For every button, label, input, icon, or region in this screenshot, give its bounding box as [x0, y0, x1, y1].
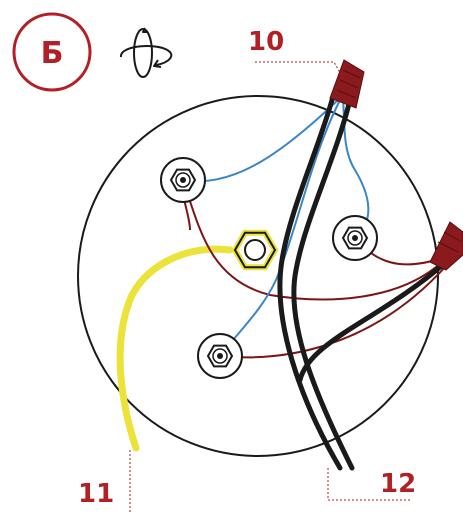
mounting-plate [77, 95, 439, 457]
callout-10-label: 10 [248, 27, 284, 57]
callout-10-leader [255, 61, 345, 81]
wire-nut-connector-right [429, 221, 463, 271]
ground-wire-yellow [116, 245, 234, 452]
callout-11: 11 [78, 450, 131, 512]
callout-11-label: 11 [78, 479, 114, 509]
badge-letter: Б [41, 36, 64, 71]
ground-nut [231, 229, 279, 271]
terminal-top-left [160, 157, 206, 203]
callout-12: 12 [327, 468, 416, 501]
callout-12-leader [327, 468, 410, 501]
badge-circle [12, 12, 92, 92]
step-badge: Б [12, 12, 92, 92]
rotate-3d-icon [120, 27, 173, 78]
callout-10: 10 [248, 27, 345, 81]
terminal-bottom [197, 333, 243, 379]
wire-nut-connector-top [329, 59, 365, 109]
callout-12-label: 12 [380, 469, 416, 499]
black-wires [277, 97, 449, 471]
terminal-right [332, 215, 378, 261]
